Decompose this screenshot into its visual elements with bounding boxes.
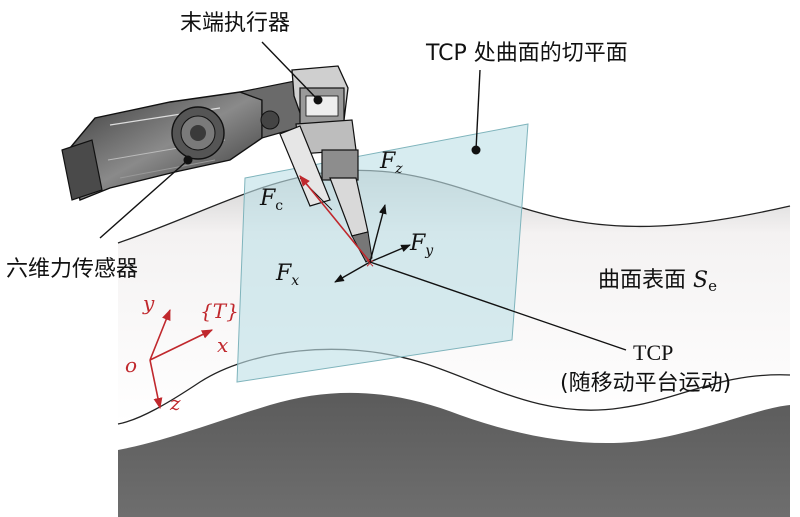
- frame-x: x: [217, 333, 228, 357]
- leader-lines: [99, 41, 627, 351]
- plane-dot: [471, 145, 481, 155]
- end-effector: [279, 65, 373, 263]
- fc-arrow: [299, 175, 371, 263]
- tangent-plane-label: TCP 处曲面的切平面: [425, 41, 628, 66]
- fx-label: Fx: [275, 261, 299, 289]
- sensor-dot: [183, 155, 193, 165]
- fz-label: Fz: [379, 149, 403, 177]
- tcp-label: TCP: [633, 340, 673, 365]
- tcp-note: (随移动平台运动): [560, 371, 731, 396]
- surface-label: 曲面表面 Se: [598, 268, 717, 295]
- fy-label: Fy: [409, 231, 434, 259]
- frame-axes: [149, 308, 214, 410]
- end-effector-label: 末端执行器: [180, 11, 290, 36]
- frame-name: {T}: [200, 299, 239, 323]
- tcp-point: ×: [365, 256, 375, 270]
- force-vectors: ×: [299, 175, 411, 283]
- fy-arrow: [369, 244, 411, 263]
- end-effector-dot: [313, 95, 323, 105]
- frame-y: y: [142, 291, 155, 315]
- fx-arrow: [334, 261, 371, 283]
- surface-shadow: [118, 392, 790, 517]
- frame-z: z: [169, 391, 181, 415]
- fc-label: Fc: [259, 186, 283, 214]
- fz-arrow: [369, 204, 387, 263]
- sensor-label: 六维力传感器: [6, 257, 138, 282]
- frame-origin: o: [125, 353, 137, 377]
